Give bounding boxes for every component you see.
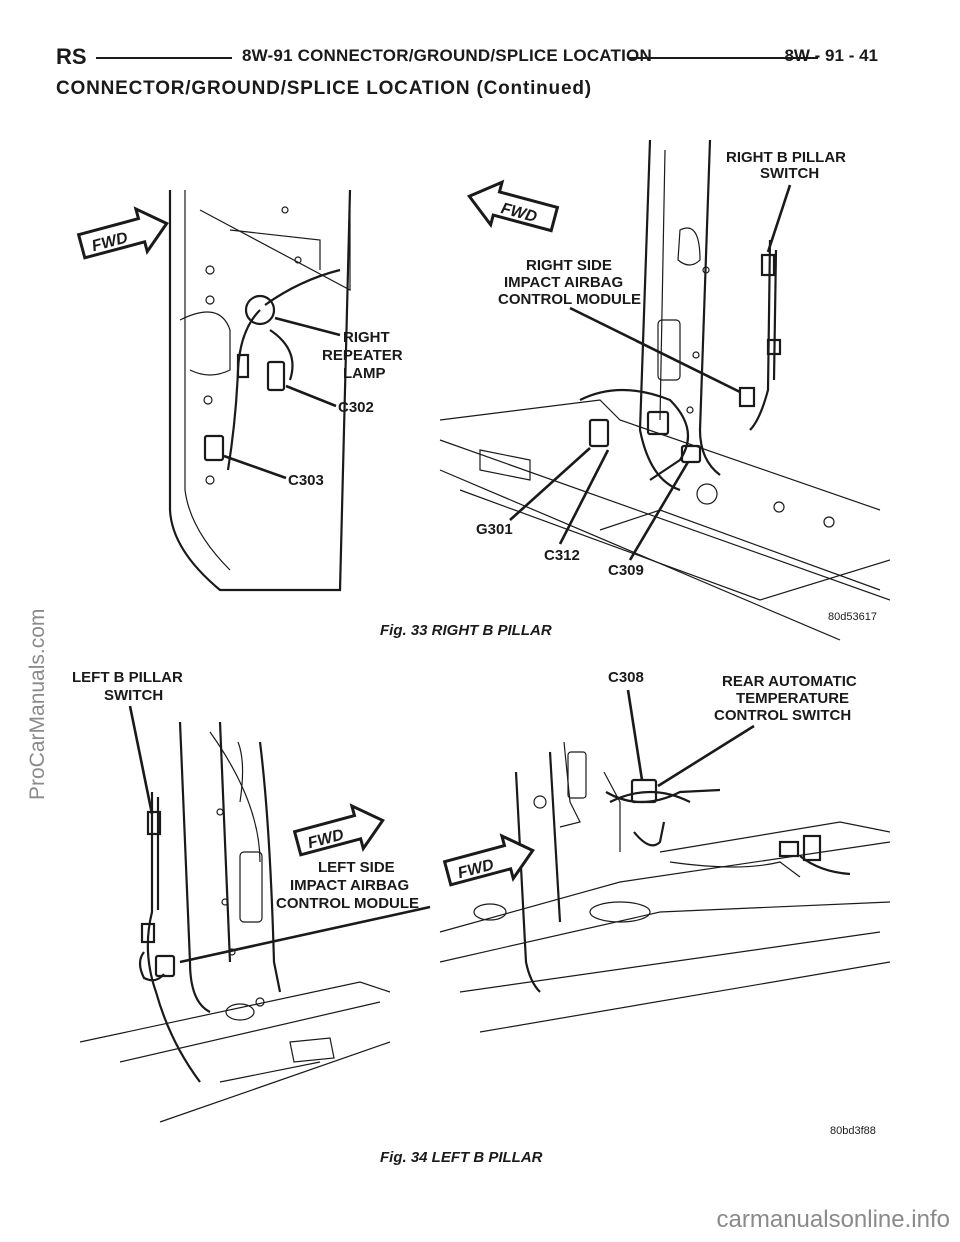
label-c303: C303 xyxy=(288,472,324,489)
fwd-arrow-left-bottom: FWD xyxy=(292,803,385,857)
label-c302: C302 xyxy=(338,399,374,416)
header-rule-right xyxy=(628,57,818,59)
leader-c308 xyxy=(626,689,644,781)
label-c308: C308 xyxy=(608,669,644,686)
label-g301: G301 xyxy=(476,521,513,538)
leader-lsi xyxy=(179,905,431,964)
right-pillar-detail-drawing xyxy=(439,139,890,641)
fwd-arrow-right-bottom: FWD xyxy=(442,833,535,887)
leader-g301 xyxy=(509,447,591,521)
leader-rbp-switch xyxy=(766,184,792,253)
leader-rsi xyxy=(569,306,741,394)
label-c312: C312 xyxy=(544,547,580,564)
label-c309: C309 xyxy=(608,562,644,579)
page-header: RS 8W-91 CONNECTOR/GROUND/SPLICE LOCATIO… xyxy=(56,36,878,76)
label-ratc-3: CONTROL SWITCH xyxy=(714,707,851,724)
label-lbp-switch-1: LEFT B PILLAR xyxy=(72,669,183,686)
label-lsi-1: LEFT SIDE xyxy=(318,859,395,876)
left-pillar-drawing xyxy=(79,721,391,1123)
section-code: RS xyxy=(56,44,87,69)
label-ratc-1: REAR AUTOMATIC xyxy=(722,673,857,690)
label-lsi-2: IMPACT AIRBAG xyxy=(290,877,409,894)
rear-floor-drawing xyxy=(439,741,890,1033)
leader-c302 xyxy=(285,384,337,408)
figure-code: 80bd3f88 xyxy=(830,1125,876,1137)
section-title: CONNECTOR/GROUND/SPLICE LOCATION (Contin… xyxy=(56,78,592,99)
right-pillar-drawing xyxy=(168,189,352,592)
leader-c309 xyxy=(628,461,690,561)
label-lsi-3: CONTROL MODULE xyxy=(276,895,419,912)
header-title: 8W-91 CONNECTOR/GROUND/SPLICE LOCATION xyxy=(242,46,652,65)
bottom-watermark: carmanualsonline.info xyxy=(716,1206,950,1233)
leader-ratc xyxy=(657,724,755,788)
label-rsi-3: CONTROL MODULE xyxy=(498,291,641,308)
leader-c303 xyxy=(223,454,287,480)
label-rsi-1: RIGHT SIDE xyxy=(526,257,612,274)
label-right-repeater-1: RIGHT xyxy=(343,329,390,346)
label-rbp-switch-1: RIGHT B PILLAR xyxy=(726,149,846,166)
label-lbp-switch-2: SWITCH xyxy=(104,687,163,704)
figure-caption: Fig. 33 RIGHT B PILLAR xyxy=(380,622,552,639)
figure-caption: Fig. 34 LEFT B PILLAR xyxy=(380,1149,543,1166)
figure-33-right-b-pillar: FWD RIGHT REPEATER LAMP C302 C303 xyxy=(76,139,890,641)
leader-c312 xyxy=(558,449,610,545)
figure-34-left-b-pillar: FWD LEFT B PILLAR SWITCH LEFT SIDE IMPAC… xyxy=(72,669,890,1166)
label-ratc-2: TEMPERATURE xyxy=(736,690,849,707)
header-rule-left xyxy=(96,57,232,59)
label-right-repeater-3: LAMP xyxy=(343,365,386,382)
label-right-repeater-2: REPEATER xyxy=(322,347,403,364)
fwd-arrow-left-top: FWD xyxy=(76,206,169,260)
leader-right-repeater xyxy=(274,316,341,337)
figure-code: 80d53617 xyxy=(828,611,877,623)
label-rsi-2: IMPACT AIRBAG xyxy=(504,274,623,291)
page-number: 8W - 91 - 41 xyxy=(784,46,878,65)
fwd-arrow-right-top: FWD xyxy=(466,179,560,233)
side-watermark: ProCarManuals.com xyxy=(26,608,49,800)
label-rbp-switch-2: SWITCH xyxy=(760,165,819,182)
leader-lbp-switch xyxy=(128,705,154,815)
